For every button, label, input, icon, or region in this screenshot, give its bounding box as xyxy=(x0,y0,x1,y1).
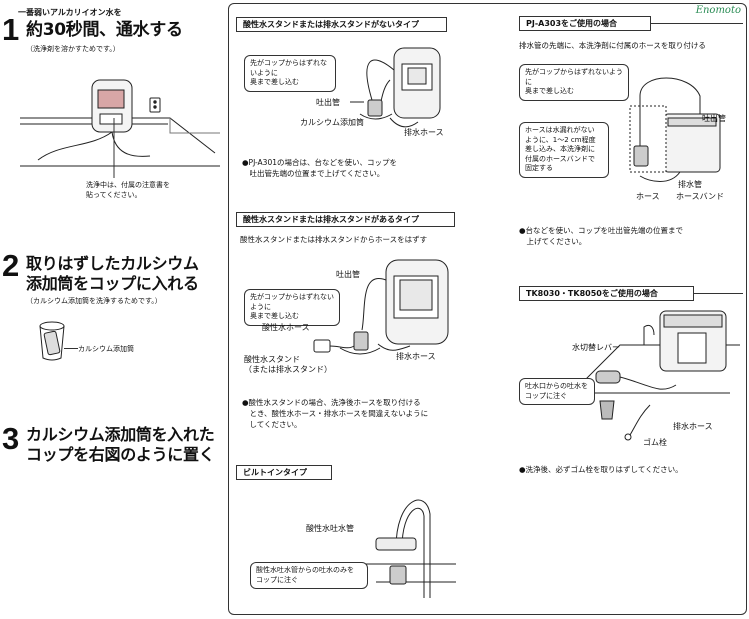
calcium-tube-leader-line xyxy=(64,348,78,349)
section-b-label-stand: 酸性水スタンド （または排水スタンド） xyxy=(244,355,332,374)
step1-caution-note: 洗浄中は、付属の注意書を 貼ってください。 xyxy=(86,181,170,199)
step2-title: 取りはずしたカルシウム 添加筒をコップに入れる xyxy=(26,254,199,293)
instruction-panel xyxy=(228,3,747,615)
section-a-label-calcium: カルシウム添加筒 xyxy=(300,118,364,127)
pja303-illustration xyxy=(629,77,721,182)
section-a-label-outlet: 吐出管 xyxy=(316,98,340,107)
section-e-bullet: ●洗浄後、必ずゴム栓を取りはずしてください。 xyxy=(519,465,683,474)
section-a-callout: 先がコップからはずれないように 奥まで差し込む xyxy=(244,55,336,92)
section-a-bullet: ●PJ-A301の場合は、台などを使い、コップを 吐出管先端の位置まで上げてくだ… xyxy=(242,158,397,178)
step1-number: 1 xyxy=(2,12,20,47)
section-d-bullet: ●台などを使い、コップを吐出管先端の位置まで 上げてください。 xyxy=(519,226,684,246)
step1-title: 約30秒間、通水する xyxy=(26,20,183,40)
section-d-heading: PJ-A303をご使用の場合 xyxy=(519,16,743,31)
section-e-heading: TK8030・TK8050をご使用の場合 xyxy=(519,286,743,301)
tk8030-illustration xyxy=(579,310,740,441)
section-e-callout: 吐水口からの吐水を コップに注ぐ xyxy=(519,378,595,405)
step3-number: 3 xyxy=(2,421,20,456)
section-d-intro: 排水管の先端に、本洗浄剤に付属のホースを取り付ける xyxy=(519,41,706,50)
section-d-callout1: 先がコップからはずれないように 奥まで差し込む xyxy=(519,64,629,101)
cup-with-calcium-tube-illustration xyxy=(39,321,65,361)
section-a-label-drain: 排水ホース xyxy=(404,128,444,137)
section-d-label-outlet: 吐出管 xyxy=(702,114,726,123)
section-b-label-outlet: 吐出管 xyxy=(336,270,360,279)
section-b-bullet: ●酸性水スタンドの場合、洗浄後ホースを取り付ける とき、酸性水ホース・排水ホース… xyxy=(242,398,429,429)
section-d-label-band: ホースバンド xyxy=(676,192,724,201)
section-c-label-pipe: 酸性水吐水管 xyxy=(306,524,354,533)
ionizer-no-stand-illustration xyxy=(350,47,441,128)
section-b-label-acid-hose: 酸性水ホース xyxy=(262,323,310,332)
section-c-callout: 酸性水吐水管からの吐水のみを コップに注ぐ xyxy=(250,562,368,589)
section-d-callout2: ホースは水漏れがない ように、1～2 cm程度 差し込み、本洗浄剤に 付属のホー… xyxy=(519,122,609,178)
section-e-label-lever: 水切替レバー xyxy=(572,343,620,352)
calcium-tube-label: カルシウム添加筒 xyxy=(78,345,134,353)
builtin-faucet-illustration xyxy=(356,499,456,598)
section-b-label-drain: 排水ホース xyxy=(396,352,436,361)
section-e-label-plug: ゴム栓 xyxy=(643,438,667,447)
section-d-label-hose: ホース xyxy=(636,192,660,201)
ionizer-with-stand-illustration xyxy=(313,259,449,355)
watermark-signature: Enomoto xyxy=(695,5,741,16)
section-b-heading: 酸性水スタンドまたは排水スタンドがあるタイプ xyxy=(236,212,455,227)
section-c-heading: ビルトインタイプ xyxy=(236,465,332,480)
step1-kicker: 一番弱いアルカリイオン水を xyxy=(18,8,122,17)
step1-note: （洗浄剤を溶かすためです。） xyxy=(26,45,120,53)
step3-title: カルシウム添加筒を入れた コップを右図のように置く xyxy=(26,425,215,464)
section-e-label-drain: 排水ホース xyxy=(673,422,713,431)
section-b-intro: 酸性水スタンドまたは排水スタンドからホースをはずす xyxy=(240,235,428,244)
section-a-heading: 酸性水スタンドまたは排水スタンドがないタイプ xyxy=(236,17,447,32)
section-b-callout: 先がコップからはずれないように 奥まで差し込む xyxy=(244,289,340,326)
step2-number: 2 xyxy=(2,248,20,283)
ionizer-on-counter-illustration xyxy=(20,79,220,178)
step2-note: （カルシウム添加筒を洗浄するためです。） xyxy=(26,297,162,305)
section-d-label-drainpipe: 排水管 xyxy=(678,180,702,189)
